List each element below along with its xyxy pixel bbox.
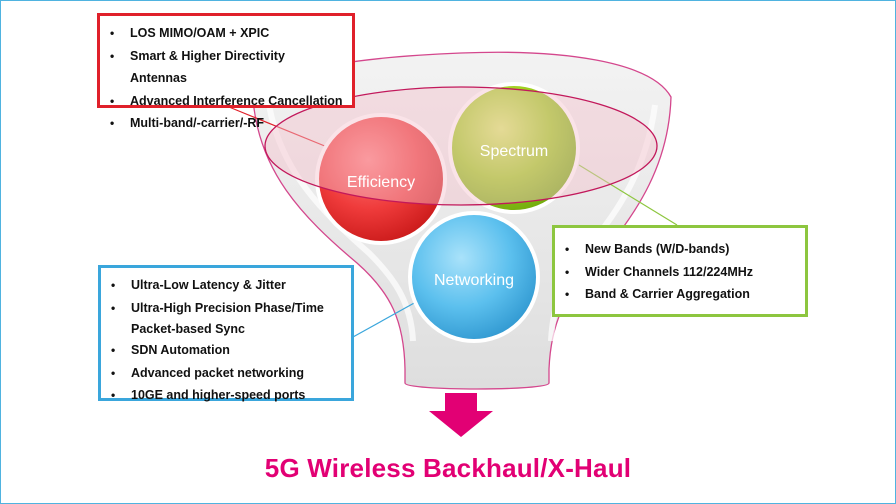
efficiency-box: •LOS MIMO/OAM + XPIC •Smart & Higher Dir… — [97, 13, 355, 130]
list-item: •SDN Automation — [109, 339, 343, 362]
bullet-icon: • — [565, 287, 570, 301]
bullet-icon: • — [111, 278, 116, 292]
connector-networking — [352, 296, 426, 338]
list-item: •Ultra-Low Latency & Jitter — [109, 274, 343, 297]
efficiency-list: •LOS MIMO/OAM + XPIC •Smart & Higher Dir… — [108, 22, 344, 135]
bullet-icon: • — [110, 26, 115, 40]
networking-label: Networking — [433, 272, 515, 289]
networking-box: •Ultra-Low Latency & Jitter •Ultra-High … — [98, 265, 354, 402]
bullet-icon: • — [565, 242, 570, 256]
list-item: •Smart & Higher Directivity Antennas — [108, 45, 344, 90]
list-item: •Band & Carrier Aggregation — [563, 283, 797, 306]
bullet-icon: • — [111, 343, 116, 357]
bullet-icon: • — [111, 300, 116, 315]
down-arrow — [429, 393, 493, 437]
bullet-icon: • — [110, 116, 115, 130]
networking-circle — [408, 211, 540, 343]
list-item: •Advanced Interference Cancellation — [108, 90, 344, 113]
list-item: •New Bands (W/D-bands) — [563, 238, 797, 261]
efficiency-label: Efficiency — [346, 174, 416, 191]
spectrum-box: •New Bands (W/D-bands) •Wider Channels 1… — [552, 225, 808, 317]
bullet-icon: • — [565, 264, 570, 279]
spectrum-list: •New Bands (W/D-bands) •Wider Channels 1… — [563, 238, 797, 306]
list-item: •Advanced packet networking — [109, 362, 343, 385]
bullet-icon: • — [110, 48, 115, 63]
list-item: •Wider Channels 112/224MHz — [563, 261, 797, 284]
list-item: •10GE and higher-speed ports — [109, 384, 343, 407]
connector-efficiency — [228, 106, 338, 152]
list-item: •LOS MIMO/OAM + XPIC — [108, 22, 344, 45]
list-item: •Multi-band/-carrier/-RF — [108, 112, 344, 135]
bullet-icon: • — [110, 93, 115, 108]
funnel-mouth — [264, 86, 658, 206]
connector-spectrum — [578, 164, 678, 226]
spectrum-circle — [448, 82, 580, 214]
funnel-inner — [266, 104, 416, 342]
list-item-continuation: Packet-based Sync — [131, 322, 245, 336]
page-title: 5G Wireless Backhaul/X-Haul — [264, 453, 632, 483]
spectrum-label: Spectrum — [479, 143, 549, 160]
bullet-icon: • — [111, 388, 116, 402]
networking-list: •Ultra-Low Latency & Jitter •Ultra-High … — [109, 274, 343, 407]
efficiency-circle — [315, 113, 447, 245]
bullet-icon: • — [111, 365, 116, 380]
